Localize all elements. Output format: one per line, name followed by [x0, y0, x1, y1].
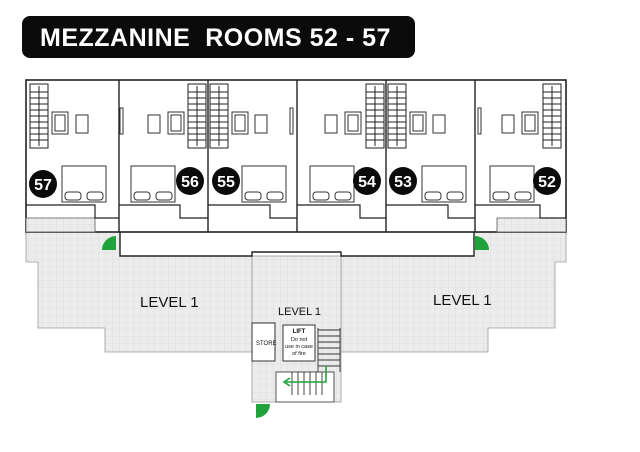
lower-landing [275, 371, 335, 403]
exit-doors [102, 236, 489, 418]
lift-line-3: of fire [292, 351, 306, 357]
page-title: MEZZANINE ROOMS 52 - 57 [40, 24, 391, 52]
furniture-54 [309, 111, 362, 203]
room-57-number: 57 [34, 177, 52, 194]
level-1-left-label: LEVEL 1 [140, 294, 199, 311]
room-stairs [29, 83, 562, 149]
title-banner: MEZZANINE ROOMS 52 - 57 [22, 16, 415, 58]
level-1-center-label: LEVEL 1 [278, 306, 321, 318]
stair-52 [542, 83, 562, 149]
level-floor-areas [25, 231, 567, 403]
furniture-57 [51, 111, 107, 203]
lift-title: LIFT [293, 329, 306, 335]
furniture-53 [409, 107, 482, 203]
stair-55 [209, 83, 229, 149]
exit-door-bottom [256, 404, 270, 418]
room-52-badge: 52 [533, 167, 561, 195]
room-53-number: 53 [394, 174, 412, 191]
lift-line-2: use in case [285, 344, 313, 350]
room-furniture [51, 107, 539, 203]
room-57-badge: 57 [29, 170, 57, 198]
furniture-52 [489, 111, 539, 203]
furniture-55 [231, 107, 294, 203]
stair-57 [29, 83, 49, 149]
exit-arrow [282, 366, 327, 387]
rooms-block [25, 79, 567, 233]
exit-door-left [102, 236, 116, 250]
exit-door-right [475, 236, 489, 250]
lift-line-1: Do not [291, 337, 308, 343]
room-54-number: 54 [358, 174, 376, 191]
store-label: STORE [256, 341, 277, 347]
mezzanine-corridor [119, 227, 475, 257]
room-56-badge: 56 [176, 167, 204, 195]
stair-54 [365, 83, 385, 149]
stair-56 [187, 83, 207, 149]
room-badges: 57 56 55 54 53 52 [29, 167, 561, 198]
room-54-badge: 54 [353, 167, 381, 195]
room-53-badge: 53 [389, 167, 417, 195]
room-52-number: 52 [538, 174, 556, 191]
room-55-badge: 55 [212, 167, 240, 195]
lift-core [251, 322, 341, 395]
room-56-number: 56 [181, 174, 199, 191]
level-1-right-label: LEVEL 1 [433, 292, 492, 309]
stair-53 [387, 83, 407, 149]
furniture-56 [119, 107, 185, 203]
room-55-number: 55 [217, 174, 235, 191]
